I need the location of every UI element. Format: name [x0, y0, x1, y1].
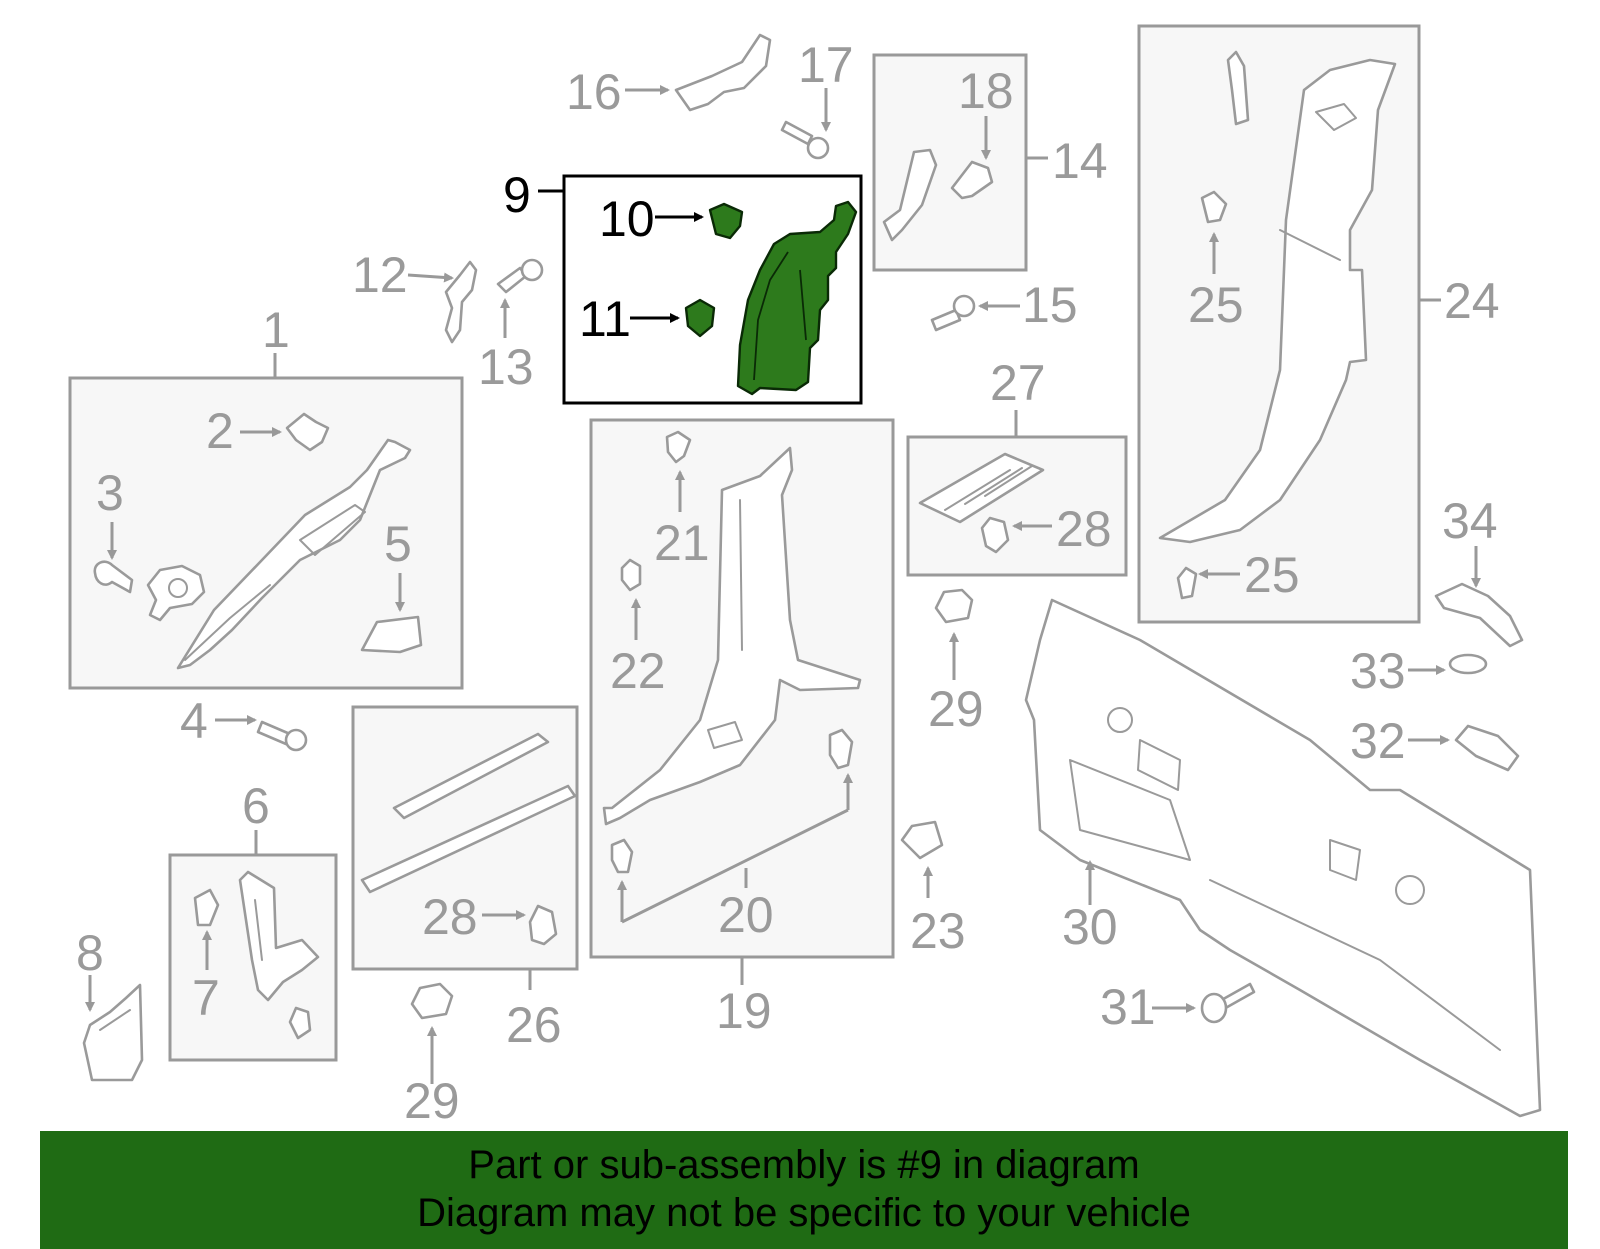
callout-11: 11 — [579, 291, 631, 347]
part-1-a-pillar-trim — [176, 438, 412, 670]
footer-line-2: Diagram may not be specific to your vehi… — [417, 1191, 1191, 1235]
callout-2: 2 — [206, 403, 234, 459]
part-34-bracket — [1434, 582, 1524, 648]
part-24-upper-clip — [1226, 50, 1250, 126]
callout-27: 27 — [990, 355, 1046, 411]
part-28-clip-b — [980, 516, 1010, 554]
footer-line-1: Part or sub-assembly is #9 in diagram — [468, 1143, 1140, 1187]
part-2-clip — [285, 412, 330, 452]
part-21-clip — [665, 430, 692, 464]
part-29-clip-b — [934, 588, 974, 624]
callout-19: 19 — [716, 983, 772, 1039]
part-18-clip — [950, 160, 994, 200]
part-20-b-pillar-trim — [602, 446, 862, 826]
callout-31: 31 — [1100, 979, 1156, 1035]
part-5-cover — [360, 615, 423, 654]
callout-15: 15 — [1022, 277, 1078, 333]
callout-20: 20 — [718, 887, 774, 943]
part-14-bracket — [882, 148, 938, 242]
part-3-grab-handle-bracket — [146, 564, 206, 622]
part-8-bracket — [82, 983, 144, 1082]
callout-29-lower: 29 — [404, 1073, 460, 1129]
footer-banner: Part or sub-assembly is #9 in diagram Di… — [40, 1131, 1568, 1249]
callout-17: 17 — [798, 37, 854, 93]
callout-33: 33 — [1350, 643, 1406, 699]
callout-10: 10 — [599, 191, 655, 247]
part-7-clip — [193, 888, 220, 927]
part-25-clip-b — [1176, 566, 1198, 600]
callout-18: 18 — [958, 63, 1014, 119]
leader-lines — [85, 85, 1481, 1084]
callout-24: 24 — [1444, 273, 1500, 329]
part-3-screw — [93, 560, 134, 594]
part-24-c-pillar-trim — [1158, 58, 1397, 544]
callout-32: 32 — [1350, 713, 1406, 769]
callout-26: 26 — [506, 997, 562, 1053]
callout-5: 5 — [384, 516, 412, 572]
callout-8: 8 — [76, 925, 104, 981]
part-16-bracket — [674, 33, 772, 112]
callout-22: 22 — [610, 643, 666, 699]
callout-1: 1 — [262, 302, 290, 358]
part-30-rear-panel — [1024, 598, 1542, 1118]
callout-9: 9 — [503, 167, 531, 223]
callout-21: 21 — [654, 515, 710, 571]
callout-7: 7 — [192, 970, 220, 1026]
callout-16: 16 — [566, 64, 622, 120]
part-31-push-pin — [1200, 982, 1256, 1024]
callout-28-left: 28 — [422, 889, 478, 945]
part-22-clip — [620, 558, 642, 592]
callout-28-right: 28 — [1056, 501, 1112, 557]
part-10-clip-highlighted — [708, 202, 744, 240]
callout-25-lower: 25 — [1244, 547, 1300, 603]
part-4-bolt — [256, 720, 308, 752]
callout-13: 13 — [478, 339, 534, 395]
parts-diagram: 1 2 3 4 5 6 7 8 9 10 11 12 13 14 15 16 1… — [68, 24, 1542, 1129]
part-26-scuff-plate — [360, 732, 577, 894]
part-29-clip-a — [410, 982, 454, 1020]
callout-30: 30 — [1062, 899, 1118, 955]
callout-4: 4 — [180, 693, 208, 749]
part-6-trim-panel — [238, 870, 320, 1002]
part-32-clip — [1454, 724, 1520, 772]
part-23-clip — [900, 820, 944, 860]
part-33-nut — [1448, 653, 1488, 675]
part-12-bracket — [444, 260, 478, 344]
callout-29-upper: 29 — [928, 681, 984, 737]
callout-numbers: 1 2 3 4 5 6 7 8 9 10 11 12 13 14 15 16 1… — [76, 37, 1500, 1129]
part-11-clip-highlighted — [684, 298, 716, 338]
part-6-clip — [288, 1006, 312, 1040]
part-20-clip-right — [828, 728, 854, 770]
part-17-bolt — [780, 120, 830, 160]
part-13-bolt — [496, 258, 544, 294]
part-9-trim-panel-highlighted — [736, 200, 858, 396]
callout-12: 12 — [352, 247, 408, 303]
callout-25-upper: 25 — [1188, 277, 1244, 333]
callout-14: 14 — [1052, 133, 1108, 189]
part-25-clip-a — [1200, 190, 1228, 224]
callout-23: 23 — [910, 903, 966, 959]
part-20-clip-left — [610, 838, 634, 874]
part-15-bolt — [930, 294, 976, 332]
part-28-clip-a — [528, 904, 558, 946]
callout-34: 34 — [1442, 493, 1498, 549]
callout-3: 3 — [96, 465, 124, 521]
part-27-retainer — [918, 452, 1045, 524]
callout-6: 6 — [242, 778, 270, 834]
